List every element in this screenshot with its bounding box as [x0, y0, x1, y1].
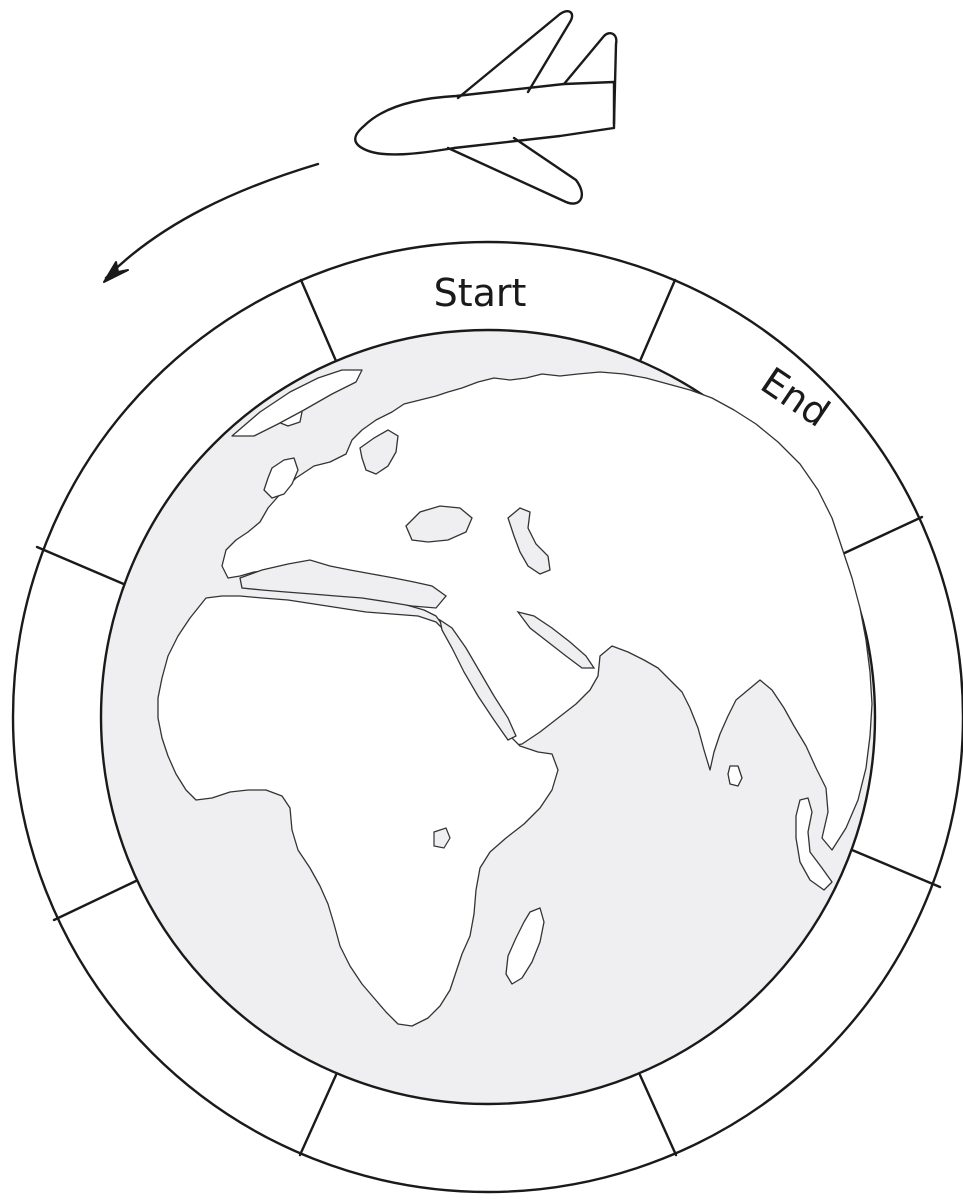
- airplane-icon: [355, 11, 616, 203]
- airplane-fuselage: [355, 82, 614, 154]
- curved-arrow-icon: [104, 164, 318, 282]
- end-label: End: [753, 359, 837, 436]
- airplane-tail-fin: [564, 33, 616, 124]
- divider-3: [836, 517, 922, 557]
- divider-7: [54, 880, 138, 920]
- start-label: Start: [434, 271, 527, 315]
- divider-4: [852, 850, 940, 887]
- airplane-lower-wing: [448, 138, 582, 204]
- divider-5: [640, 1075, 676, 1155]
- divider-8: [37, 547, 126, 585]
- divider-1: [301, 280, 336, 361]
- divider-6: [300, 1075, 336, 1155]
- globe-icon: [101, 330, 875, 1104]
- divider-2: [640, 280, 675, 361]
